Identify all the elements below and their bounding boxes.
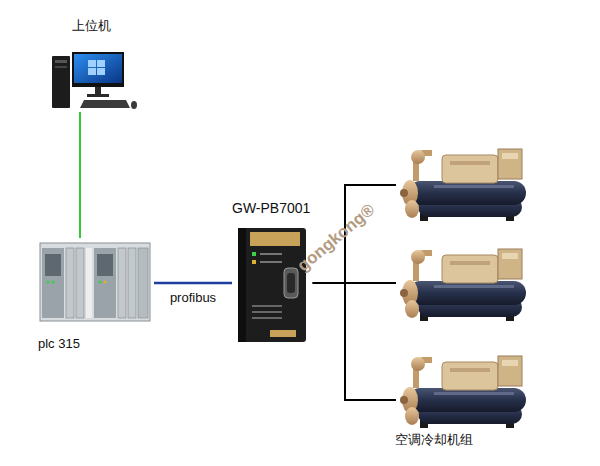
device-label: plc 315 <box>38 336 80 352</box>
connector-line <box>154 282 232 285</box>
device-node: GW-PB7001 <box>232 198 312 348</box>
chiller-unit <box>400 356 526 428</box>
bus-label: profibus <box>168 290 218 306</box>
chiller-unit <box>400 249 526 321</box>
plc-rack <box>40 243 150 321</box>
device-label: 上位机 <box>72 18 111 34</box>
chiller-unit <box>400 149 526 221</box>
computer-icon <box>52 52 137 109</box>
connector-line <box>79 112 81 238</box>
device-node: 空调冷却机组 <box>345 140 545 458</box>
device-node: plc 315 <box>36 238 154 356</box>
gateway-device <box>238 228 306 342</box>
connector-line <box>312 282 345 284</box>
device-node: 上位机 <box>40 14 130 112</box>
device-label: 空调冷却机组 <box>395 432 473 448</box>
device-label: GW-PB7001 <box>232 200 310 217</box>
